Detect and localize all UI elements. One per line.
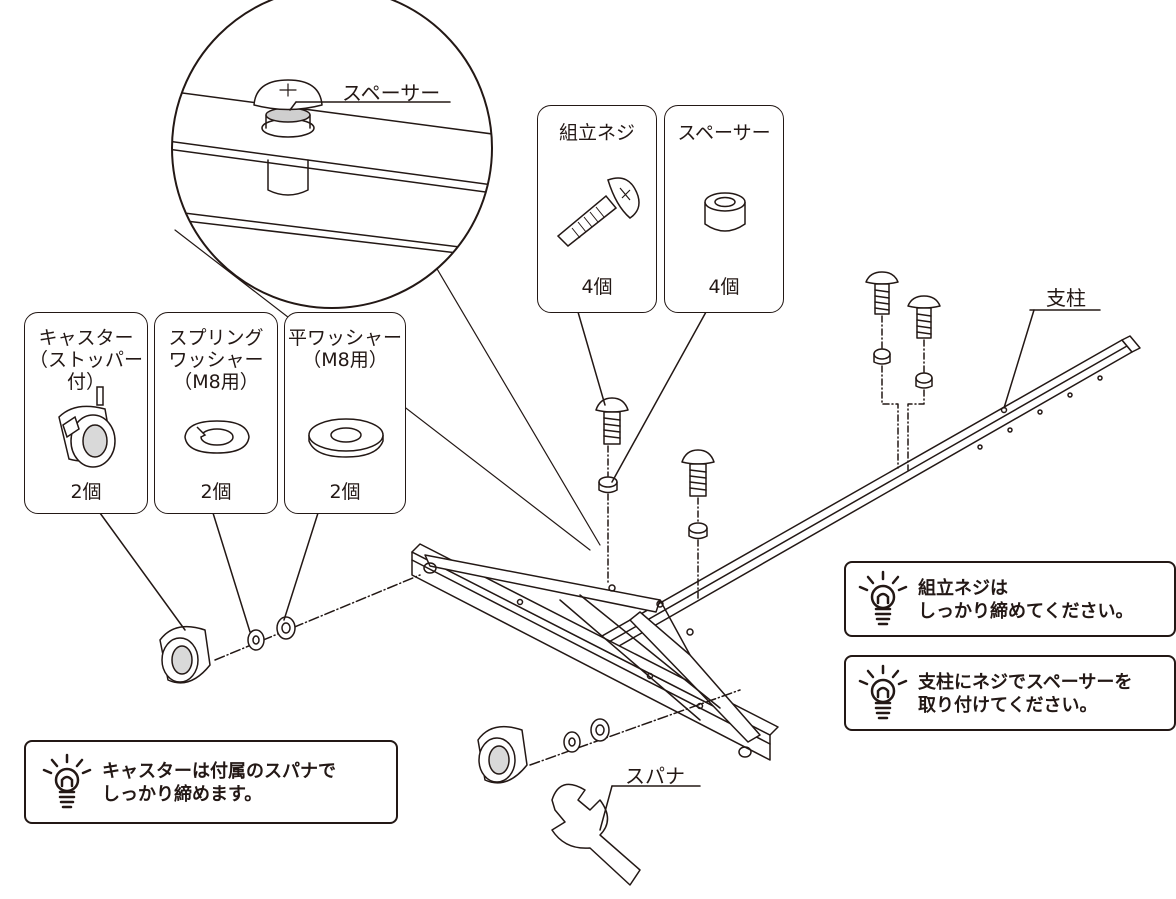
part-name: スプリング ワッシャー （M8用） (168, 327, 264, 393)
part-box-flat-washer: 平ワッシャー （M8用） 2個 (284, 312, 406, 514)
part-qty: 2個 (70, 481, 102, 503)
caster-left (159, 574, 421, 684)
part-qty: 4個 (581, 276, 613, 298)
base-screw-left (595, 397, 629, 586)
pillar-label: 支柱 (1046, 286, 1086, 310)
wrench-label: スパナ (625, 764, 685, 788)
part-box-screw: 組立ネジ 4個 (537, 105, 657, 313)
part-name: スペーサー (677, 122, 771, 144)
part-qty: 2個 (329, 481, 361, 503)
lightbulb-icon (42, 753, 92, 809)
spacer-icon (704, 192, 746, 232)
lightbulb-icon (858, 570, 908, 626)
spring-washer-icon (184, 420, 250, 454)
tip-screws: 組立ネジは しっかり締めてください。 (844, 561, 1176, 637)
part-name: キャスター （ストッパー付） (28, 327, 143, 393)
lightbulb-icon (858, 664, 908, 720)
pillar-screws (865, 271, 941, 471)
tip-text: 支柱にネジでスペーサーを 取り付けてください。 (918, 672, 1133, 716)
part-box-spacer: スペーサー 4個 (664, 105, 784, 313)
base-frame (411, 543, 779, 761)
tip-text: 組立ネジは しっかり締めてください。 (918, 578, 1134, 622)
screw-icon (556, 177, 640, 248)
spacer-detail-label: スペーサー (342, 81, 441, 105)
part-name: 平ワッシャー （M8用） (287, 327, 402, 371)
tip-spacers: 支柱にネジでスペーサーを 取り付けてください。 (844, 655, 1176, 731)
caster-bottom (477, 689, 741, 784)
tip-casters: キャスターは付属のスパナで しっかり締めます。 (24, 740, 398, 824)
wrench-icon (551, 783, 641, 886)
part-qty: 4個 (708, 276, 740, 298)
flat-washer-icon (308, 418, 384, 458)
tip-text: キャスターは付属のスパナで しっかり締めます。 (102, 761, 336, 805)
part-box-spring-washer: スプリング ワッシャー （M8用） 2個 (154, 312, 278, 514)
part-box-caster: キャスター （ストッパー付） 2個 (24, 312, 148, 514)
part-name: 組立ネジ (558, 122, 635, 144)
part-qty: 2個 (200, 481, 232, 503)
spacer-detail-callout (171, 0, 601, 551)
caster-icon (58, 386, 116, 468)
base-screw-right (681, 449, 715, 601)
